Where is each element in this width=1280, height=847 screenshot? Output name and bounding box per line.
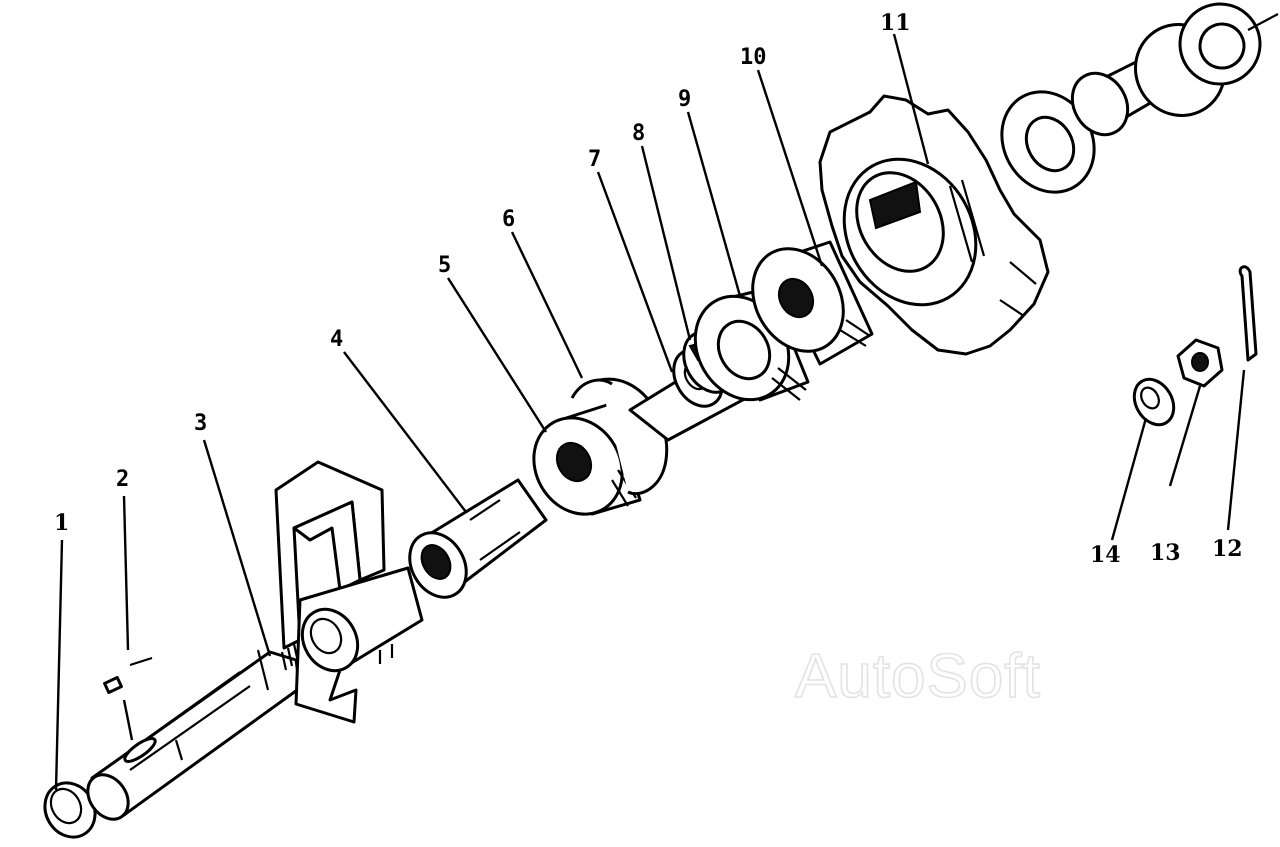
callout-1: 1 (54, 510, 69, 536)
part-13-castle-nut (1176, 338, 1224, 388)
callout-11: 11 (880, 10, 911, 36)
callout-labels: 1 2 3 4 5 6 7 8 9 10 11 12 13 14 (54, 10, 1243, 568)
right-shaft-end (1000, 2, 1279, 194)
part-12-cotter-pin (1238, 265, 1258, 362)
part-2-key (103, 656, 153, 694)
callout-4: 4 (330, 327, 343, 352)
watermark-text: AutoSoft (795, 642, 1041, 711)
callout-6: 6 (502, 207, 515, 232)
part-5-washer (532, 402, 642, 516)
callout-9: 9 (678, 87, 691, 112)
part-11-sprocket (818, 94, 1050, 356)
callout-5: 5 (438, 253, 451, 278)
part-14-lock-washer (1132, 377, 1176, 427)
bracket (274, 460, 424, 724)
callout-7: 7 (588, 147, 601, 172)
callout-3: 3 (194, 411, 207, 436)
callout-12: 12 (1212, 536, 1243, 562)
part-10-collar (751, 240, 874, 366)
callout-13: 13 (1150, 540, 1181, 566)
callout-2: 2 (116, 467, 129, 492)
callout-8: 8 (632, 121, 645, 146)
callout-10: 10 (740, 45, 767, 70)
leader-lines (54, 33, 1246, 791)
part-4-bushing (408, 478, 548, 599)
part-3-shaft (86, 639, 305, 821)
callout-14: 14 (1090, 542, 1121, 568)
